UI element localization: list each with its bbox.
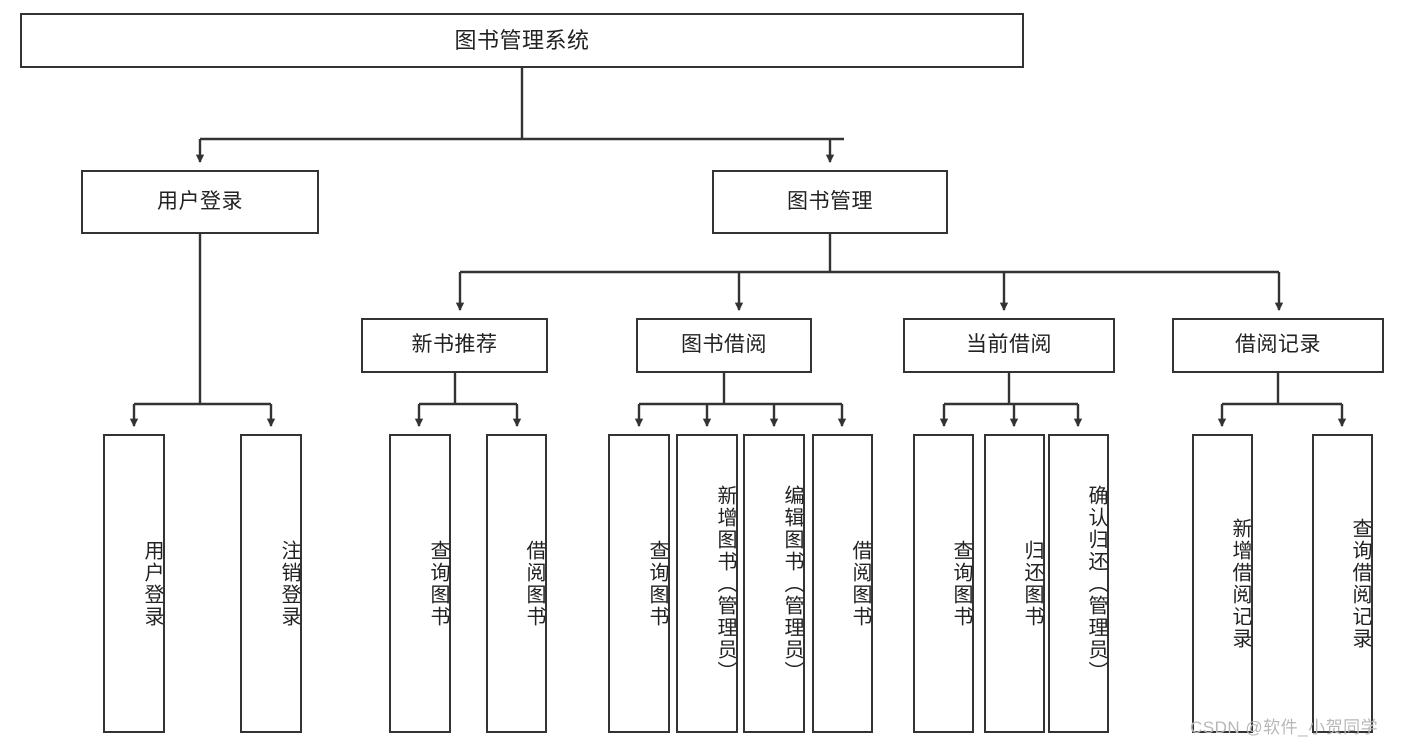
leaf-confirm-return-admin[interactable]: 确认归还（管理员） (1048, 434, 1109, 733)
leaf-label: 归还图书 (1021, 539, 1043, 628)
leaf-label: 确认归还（管理员） (1085, 484, 1107, 683)
node-root-system[interactable]: 图书管理系统 (20, 13, 1024, 68)
leaf-edit-book-admin[interactable]: 编辑图书（管理员） (743, 434, 805, 733)
leaf-label: 借阅图书 (849, 539, 871, 628)
leaf-label: 借阅图书 (523, 539, 545, 628)
leaf-label: 新增图书（管理员） (714, 484, 736, 683)
leaf-query-book-newbook[interactable]: 查询图书 (389, 434, 451, 733)
leaf-label: 查询借阅记录 (1349, 517, 1371, 650)
leaf-query-book-current[interactable]: 查询图书 (913, 434, 974, 733)
leaf-query-borrow-record[interactable]: 查询借阅记录 (1312, 434, 1373, 733)
leaf-label: 查询图书 (427, 539, 449, 628)
leaf-label: 查询图书 (646, 539, 668, 628)
leaf-borrow-book[interactable]: 借阅图书 (812, 434, 873, 733)
leaf-add-borrow-record[interactable]: 新增借阅记录 (1192, 434, 1253, 733)
leaf-user-login[interactable]: 用户登录 (103, 434, 165, 733)
leaf-label: 编辑图书（管理员） (781, 484, 803, 683)
node-user-login[interactable]: 用户登录 (81, 170, 319, 234)
leaf-logout[interactable]: 注销登录 (240, 434, 302, 733)
leaf-label: 用户登录 (141, 539, 163, 628)
node-borrow-record[interactable]: 借阅记录 (1172, 318, 1384, 373)
node-book-borrow[interactable]: 图书借阅 (636, 318, 812, 373)
leaf-query-book-borrow[interactable]: 查询图书 (608, 434, 670, 733)
leaf-label: 查询图书 (950, 539, 972, 628)
leaf-return-book[interactable]: 归还图书 (984, 434, 1045, 733)
leaf-label: 新增借阅记录 (1229, 517, 1251, 650)
node-book-management[interactable]: 图书管理 (712, 170, 948, 234)
watermark-credit: CSDN @软件_小贺同学 (1190, 718, 1379, 737)
leaf-borrow-book-newbook[interactable]: 借阅图书 (486, 434, 547, 733)
node-current-borrow[interactable]: 当前借阅 (903, 318, 1115, 373)
leaf-add-book-admin[interactable]: 新增图书（管理员） (676, 434, 738, 733)
leaf-label: 注销登录 (278, 539, 300, 628)
node-new-book-recommend[interactable]: 新书推荐 (361, 318, 548, 373)
